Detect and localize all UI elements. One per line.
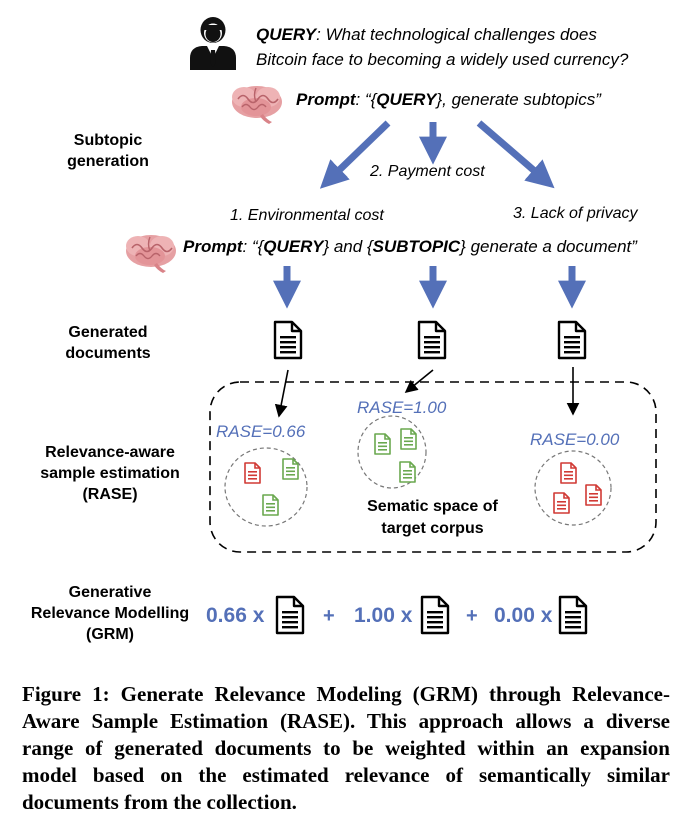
rase-score-2: RASE=1.00 <box>357 398 447 417</box>
generation-arrows <box>273 266 586 309</box>
figure-caption: Figure 1: Generate Relevance Modeling (G… <box>22 682 670 814</box>
document-icon <box>262 494 279 516</box>
document-icon <box>374 433 391 455</box>
cluster-right <box>534 450 612 526</box>
document-icon <box>557 320 587 360</box>
prompt-subtopics: Prompt: “{QUERY}, generate subtopics” <box>296 90 601 110</box>
document-icon <box>585 484 602 506</box>
corpus-label: Sematic space of target corpus <box>367 498 498 537</box>
document-icon <box>560 462 577 484</box>
document-icon <box>400 428 417 450</box>
query-line2: Bitcoin face to becoming a widely used c… <box>256 50 629 69</box>
corpus-container <box>209 381 657 553</box>
grm-weight-3: 0.00 x <box>494 604 553 627</box>
grm-weight-1: 0.66 x <box>206 604 265 627</box>
prompt-keyword: QUERY <box>263 237 324 256</box>
prompt-text: : “{ <box>355 90 377 109</box>
label-generated-documents: Generated documents <box>65 324 151 362</box>
cluster-middle <box>357 415 427 489</box>
rase-score-1: RASE=0.66 <box>216 422 306 441</box>
grm-plus-1: + <box>323 605 335 627</box>
label-grm: Generative Relevance Modelling (GRM) <box>30 584 190 643</box>
label-rase: Relevance-aware sample estimation (RASE) <box>40 444 180 503</box>
mapping-arrows <box>274 367 580 418</box>
query-text: QUERY: What technological challenges doe… <box>256 22 686 72</box>
subtopic-arrows <box>319 120 555 189</box>
prompt-label: Prompt <box>296 90 356 109</box>
label-subtopic-generation: Subtopic generation <box>67 132 149 170</box>
subtopic-1: 1. Environmental cost <box>230 207 384 224</box>
prompt-text: } and { <box>323 237 373 256</box>
brain-icon <box>125 234 177 274</box>
document-icon <box>282 458 299 480</box>
document-icon <box>275 595 305 635</box>
document-icon <box>417 320 447 360</box>
cluster-left <box>224 447 308 527</box>
document-icon <box>420 595 450 635</box>
grm-weight-2: 1.00 x <box>354 604 413 627</box>
prompt-text: }, generate subtopics” <box>436 90 601 109</box>
prompt-keyword: QUERY <box>376 90 437 109</box>
document-icon <box>244 462 261 484</box>
person-icon <box>190 17 236 70</box>
prompt-text: : “{ <box>242 237 264 256</box>
query-line1: : What technological challenges does <box>316 25 597 44</box>
prompt-label: Prompt <box>183 237 243 256</box>
brain-icon <box>231 85 283 125</box>
prompt-text: } generate a document” <box>460 237 637 256</box>
document-icon <box>553 492 570 514</box>
prompt-document: Prompt: “{QUERY} and {SUBTOPIC} generate… <box>183 237 637 257</box>
prompt-keyword: SUBTOPIC <box>372 237 461 256</box>
rase-score-3: RASE=0.00 <box>530 430 620 449</box>
grm-plus-2: + <box>466 605 478 627</box>
document-icon <box>273 320 303 360</box>
document-icon <box>399 461 416 483</box>
subtopic-3: 3. Lack of privacy <box>513 205 638 222</box>
subtopic-2: 2. Payment cost <box>370 163 485 180</box>
document-icon <box>558 595 588 635</box>
query-label: QUERY <box>256 25 317 44</box>
